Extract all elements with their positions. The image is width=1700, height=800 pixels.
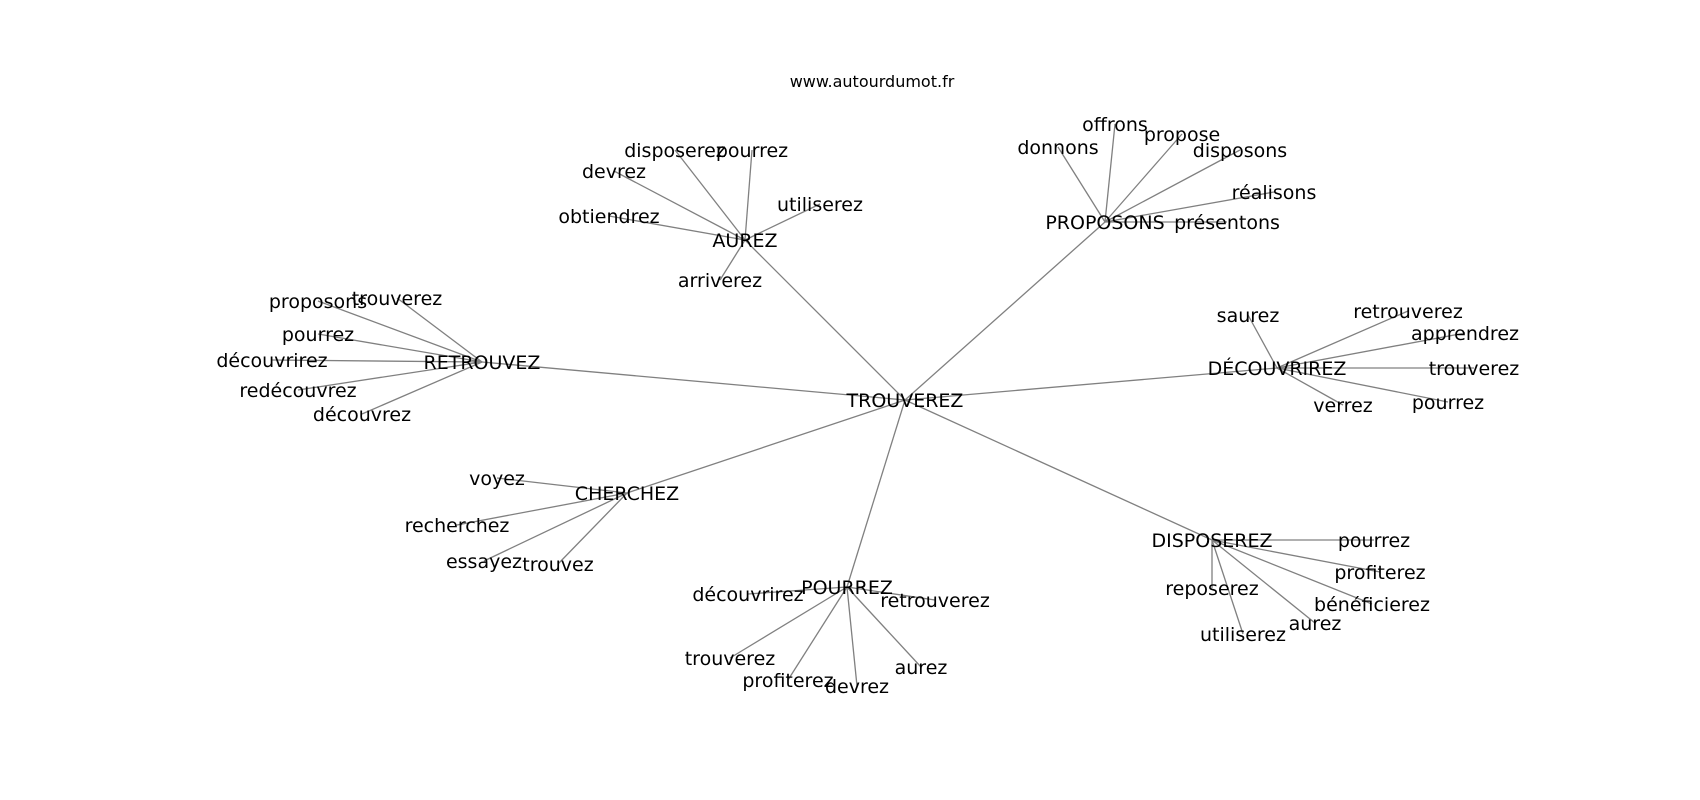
- edge-aurez-to-devrez: [613, 170, 746, 241]
- edge-disposerez-to-beneficierez: [1211, 539, 1373, 605]
- leaf-node-propose: propose: [1144, 124, 1220, 146]
- edge-center-to-cherchez: [626, 399, 906, 494]
- edge-retrouvez-to-decouvrirez: [271, 359, 483, 363]
- leaf-node-trouverez: trouverez: [352, 288, 443, 310]
- edge-disposerez-to-profiterez: [1211, 539, 1381, 573]
- edge-center-to-decouvrirez: [904, 367, 1278, 401]
- edge-proposons-to-propose: [1104, 133, 1183, 223]
- edge-retrouvez-to-trouverez: [396, 297, 483, 363]
- leaf-node-decouvrirez: découvrirez: [692, 584, 803, 606]
- edge-retrouvez-to-decouvrez: [361, 361, 483, 415]
- edge-disposerez-to-utiliserez: [1211, 539, 1244, 635]
- edge-center-to-retrouvez: [481, 361, 906, 401]
- hub-node-aurez: AUREZ: [712, 230, 777, 252]
- leaf-node-beneficierez: bénéficierez: [1314, 594, 1430, 616]
- leaf-node-arriverez: arriverez: [678, 270, 762, 292]
- leaf-node-presentons: présentons: [1174, 212, 1280, 234]
- edge-decouvrirez-to-saurez: [1247, 314, 1278, 369]
- leaf-node-essayez: essayez: [446, 551, 522, 573]
- edge-decouvrirez-to-retrouverez: [1276, 310, 1409, 369]
- leaf-node-trouverez: trouverez: [1429, 358, 1520, 380]
- edge-pourrez-to-devrez: [846, 586, 858, 687]
- edge-proposons-to-donnons: [1057, 146, 1106, 223]
- edge-proposons-to-offrons: [1104, 123, 1116, 223]
- labels-layer: www.autourdumot.fr TROUVEREZ AUREZ dispose…: [216, 72, 1519, 698]
- edge-cherchez-to-essayez: [483, 492, 628, 562]
- leaf-node-decouvrez: découvrez: [313, 404, 411, 426]
- hub-node-retrouvez: RETROUVEZ: [424, 352, 541, 374]
- leaf-node-offrons: offrons: [1082, 114, 1148, 136]
- edge-disposerez-to-aurez: [1211, 539, 1316, 624]
- edge-cherchez-to-voyez: [496, 477, 628, 494]
- edge-proposons-to-realisons: [1104, 191, 1275, 223]
- edges-layer: [271, 123, 1474, 687]
- hub-node-decouvrirez: DÉCOUVRIREZ: [1208, 357, 1347, 380]
- edge-aurez-to-obtiendrez: [608, 215, 746, 241]
- edge-cherchez-to-trouvez: [557, 492, 628, 565]
- hub-node-disposerez: DISPOSEREZ: [1152, 530, 1273, 552]
- leaf-node-disposons: disposons: [1193, 140, 1287, 162]
- leaf-node-trouverez: trouverez: [685, 648, 776, 670]
- leaf-node-utiliserez: utiliserez: [777, 194, 863, 216]
- leaf-node-voyez: voyez: [469, 468, 525, 490]
- leaf-node-aurez: aurez: [895, 657, 948, 679]
- leaf-node-pourrez: pourrez: [716, 140, 788, 162]
- edge-retrouvez-to-redecouvrez: [297, 361, 483, 391]
- leaf-node-devrez: devrez: [825, 676, 889, 698]
- leaf-node-disposerez: disposerez: [624, 140, 726, 162]
- edge-retrouvez-to-pourrez: [317, 333, 483, 363]
- edge-center-to-disposerez: [904, 399, 1213, 541]
- edge-decouvrirez-to-verrez: [1276, 367, 1344, 406]
- hub-node-proposons: PROPOSONS: [1045, 212, 1164, 234]
- leaf-node-retrouverez: retrouverez: [880, 590, 990, 612]
- leaf-node-utiliserez: utiliserez: [1200, 624, 1286, 646]
- edge-pourrez-to-profiterez: [787, 586, 848, 681]
- edge-aurez-to-utiliserez: [744, 203, 821, 241]
- leaf-node-retrouverez: retrouverez: [1353, 301, 1463, 323]
- leaf-node-decouvrirez: découvrirez: [216, 350, 327, 372]
- site-url: www.autourdumot.fr: [790, 72, 955, 91]
- edge-pourrez-to-aurez: [846, 586, 922, 668]
- leaf-node-profiterez: profiterez: [1334, 562, 1425, 584]
- leaf-node-obtiendrez: obtiendrez: [558, 206, 659, 228]
- edge-decouvrirez-to-pourrez: [1276, 367, 1449, 403]
- leaf-node-verrez: verrez: [1313, 395, 1372, 417]
- leaf-node-saurez: saurez: [1217, 305, 1280, 327]
- edge-center-to-aurez: [744, 239, 906, 401]
- leaf-node-profiterez: profiterez: [742, 670, 833, 692]
- edge-retrouvez-to-proposons: [317, 300, 483, 363]
- leaf-node-pourrez: pourrez: [282, 324, 354, 346]
- edge-center-to-pourrez: [846, 399, 906, 588]
- edge-pourrez-to-decouvrirez: [747, 586, 848, 595]
- leaf-node-pourrez: pourrez: [1338, 530, 1410, 552]
- edge-proposons-to-disposons: [1104, 149, 1241, 223]
- edge-decouvrirez-to-apprendrez: [1276, 332, 1466, 369]
- leaf-node-reposerez: reposerez: [1165, 578, 1258, 600]
- leaf-node-pourrez: pourrez: [1412, 392, 1484, 414]
- edge-center-to-proposons: [904, 221, 1106, 401]
- leaf-node-devrez: devrez: [582, 161, 646, 183]
- edge-aurez-to-disposerez: [674, 149, 746, 241]
- leaf-node-aurez: aurez: [1289, 613, 1342, 635]
- center-node: TROUVEREZ: [846, 390, 964, 412]
- leaf-node-proposons: proposons: [269, 291, 367, 313]
- leaf-node-donnons: donnons: [1017, 137, 1098, 159]
- leaf-node-apprendrez: apprendrez: [1411, 323, 1519, 345]
- edge-aurez-to-arriverez: [719, 239, 746, 281]
- edge-cherchez-to-recherchez: [456, 492, 628, 526]
- leaf-node-redecouvrez: redécouvrez: [239, 380, 356, 402]
- edge-pourrez-to-retrouverez: [846, 586, 936, 601]
- hub-node-pourrez: POURREZ: [801, 577, 893, 599]
- leaf-node-trouvez: trouvez: [522, 554, 593, 576]
- edge-pourrez-to-trouverez: [729, 586, 848, 659]
- leaf-node-realisons: réalisons: [1232, 182, 1317, 204]
- edge-aurez-to-pourrez: [744, 149, 753, 241]
- leaf-node-recherchez: recherchez: [405, 515, 510, 537]
- hub-node-cherchez: CHERCHEZ: [575, 483, 679, 505]
